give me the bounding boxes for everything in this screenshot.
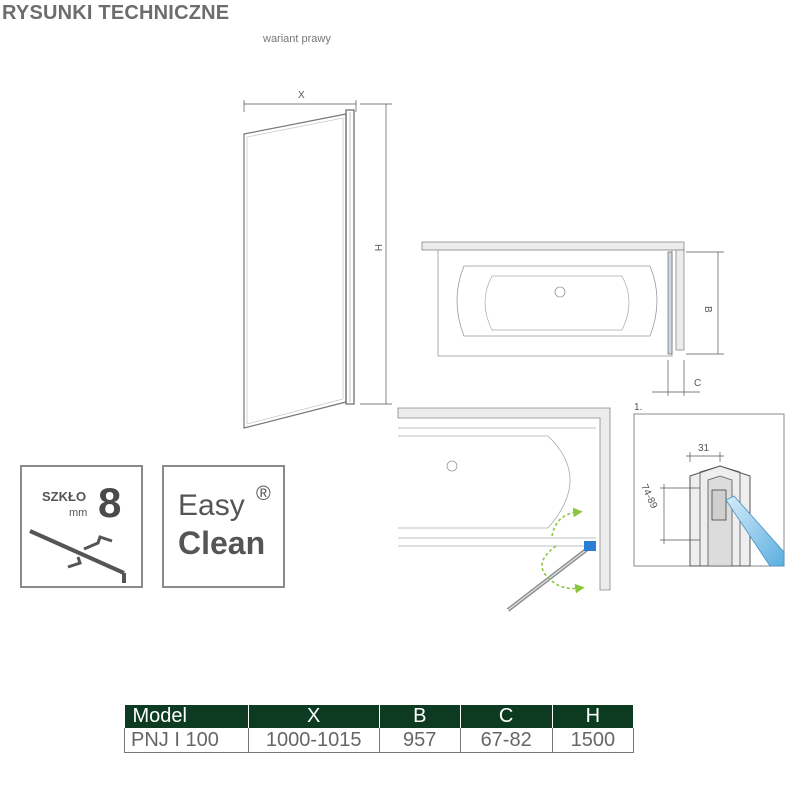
detail-number: 1. xyxy=(634,402,642,413)
wall-profile xyxy=(345,109,355,405)
cell-model: PNJ I 100 xyxy=(124,728,249,753)
glass-word: SZKŁO xyxy=(42,489,87,504)
cell-c: 67-82 xyxy=(460,728,553,753)
detail-width-label: 31 xyxy=(698,443,710,454)
wall-top xyxy=(421,241,685,251)
cell-h: 1500 xyxy=(552,728,635,753)
header-c: C xyxy=(460,705,553,728)
h-dimension-label: H xyxy=(372,244,383,251)
x-dimension-label: X xyxy=(298,90,305,101)
page-title: RYSUNKI TECHNICZNE xyxy=(2,2,230,24)
glass-section xyxy=(725,495,785,567)
registered-mark: ® xyxy=(256,483,271,505)
variant-subtitle: wariant prawy xyxy=(263,33,331,45)
glass-panel-top xyxy=(667,251,673,355)
cell-b: 957 xyxy=(379,728,461,753)
top-view-bathtub: B C xyxy=(421,241,724,396)
c-dimension-label: C xyxy=(694,378,701,389)
spec-table-header: Model X B C H xyxy=(124,705,635,728)
cell-x: 1000-1015 xyxy=(248,728,380,753)
front-elevation: X H xyxy=(243,90,392,429)
easy-clean-line2: Clean xyxy=(178,525,266,561)
drain-icon xyxy=(554,286,566,298)
easy-clean-badge: Easy ® Clean xyxy=(162,465,285,588)
glass-thickness-badge: SZKŁO mm 8 xyxy=(20,465,143,588)
glass-thickness-value: 8 xyxy=(98,479,122,526)
drain-icon-2 xyxy=(446,460,458,472)
spec-table: Model X B C H PNJ I 100 1000-1015 957 67… xyxy=(124,705,635,753)
glass-thickness-icon xyxy=(29,529,126,583)
swing-arrow-out xyxy=(541,545,585,594)
easy-clean-line1: Easy xyxy=(178,489,245,522)
glass-panel-outline xyxy=(243,113,347,429)
header-x: X xyxy=(248,705,380,728)
hinge-icon xyxy=(584,541,596,551)
header-model: Model xyxy=(124,705,249,728)
table-row: PNJ I 100 1000-1015 957 67-82 1500 xyxy=(124,728,635,753)
header-h: H xyxy=(552,705,635,728)
b-dimension-label: B xyxy=(702,306,713,313)
swing-arrow-in xyxy=(551,507,583,537)
wall-corner xyxy=(397,407,611,591)
technical-drawing: X H B C xyxy=(243,90,785,612)
profile-detail: 1. 31 74-89 xyxy=(633,402,785,567)
swing-view xyxy=(397,407,611,612)
glass-unit: mm xyxy=(69,507,88,519)
header-b: B xyxy=(379,705,461,728)
